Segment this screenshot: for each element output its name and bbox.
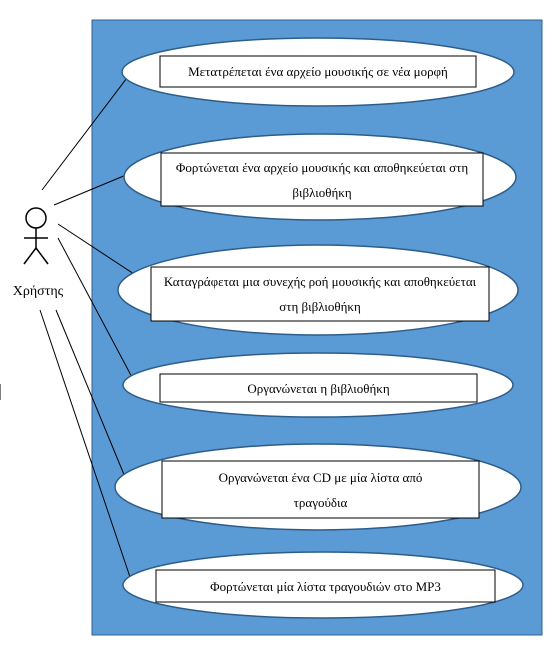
use-case-box-2 <box>160 152 484 207</box>
use-case-box-6 <box>155 569 496 603</box>
stick-figure-icon <box>23 207 49 265</box>
actor-label: Χρήστης <box>12 284 64 299</box>
use-case-box-4 <box>159 373 478 403</box>
use-case-box-1 <box>159 55 477 88</box>
association-line-4 <box>57 237 135 382</box>
use-case-box-3 <box>150 266 490 322</box>
association-line-6 <box>39 309 131 578</box>
use-case-label-6: Φορτώνεται μία λίστα τραγουδιών στο MP3 <box>210 578 441 594</box>
association-line-2 <box>53 174 127 206</box>
use-case-label-4: Οργανώνεται η βιβλιοθήκη <box>247 380 390 396</box>
use-case-label-1: Μετατρέπεται ένα αρχείο μουσικής σε νέα … <box>188 64 448 79</box>
use-case-label-3: Καταγράφεται μια συνεχής ροή μουσικής κα… <box>163 274 477 314</box>
association-line-3 <box>57 223 135 275</box>
use-case-label-2: Φορτώνεται ένα αρχείο μουσικής και αποθη… <box>175 159 469 200</box>
use-case-box-5 <box>161 460 480 519</box>
association-lines <box>39 69 135 578</box>
association-line-5 <box>55 309 126 478</box>
use-case-label-boxes <box>150 55 496 603</box>
use-case-label-5: Οργανώνεται ένα CD με μία λίστα από τραγ… <box>218 469 423 510</box>
margin-mark <box>0 384 1 400</box>
association-line-1 <box>41 69 134 191</box>
